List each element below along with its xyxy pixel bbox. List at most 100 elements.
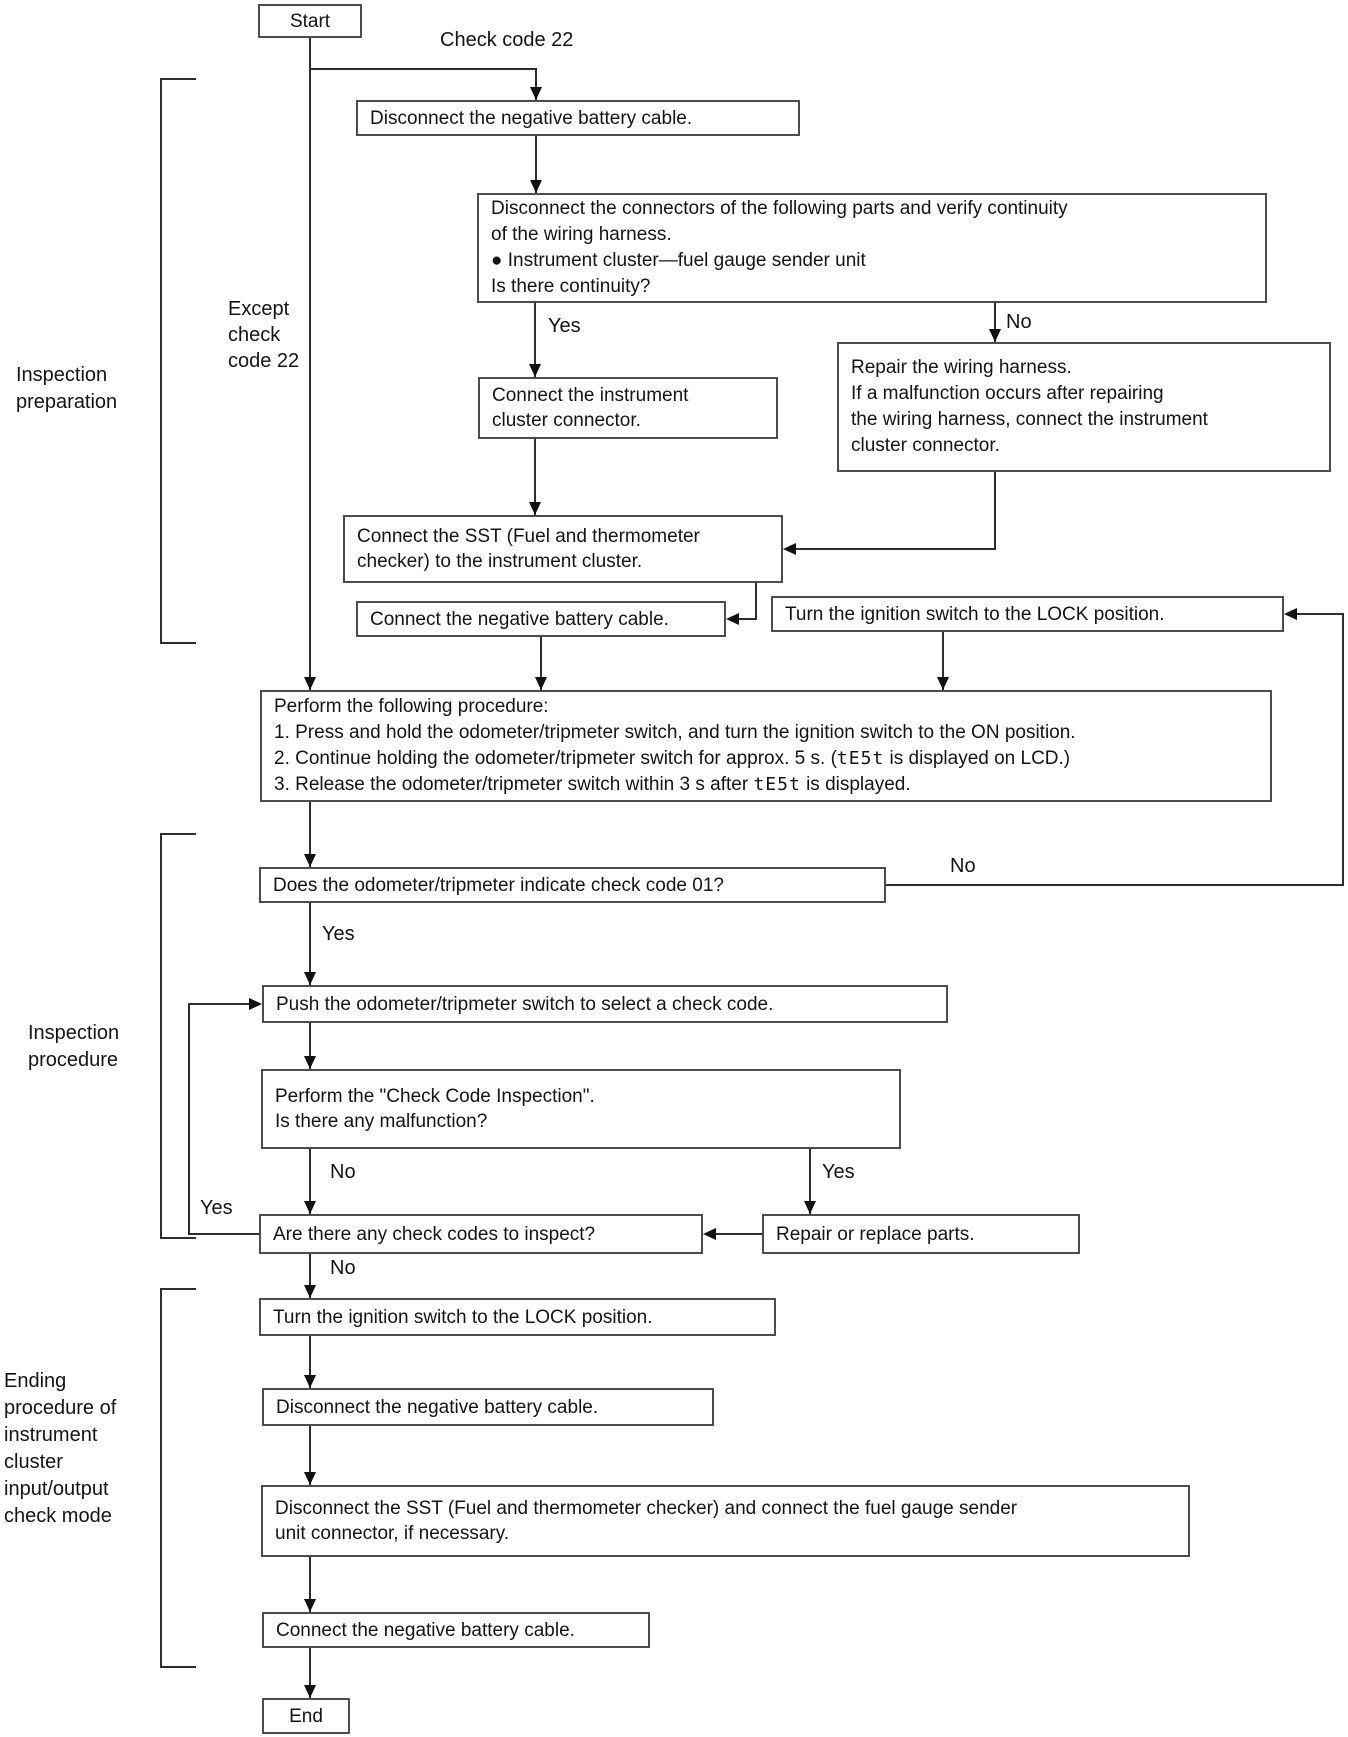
flow-line-vertical bbox=[309, 1336, 311, 1388]
flow-line-horizontal bbox=[792, 548, 996, 550]
edge-label-yes: Yes bbox=[822, 1161, 855, 1183]
node-text: cluster connector. bbox=[851, 435, 1000, 456]
annotation-line: Except bbox=[228, 298, 290, 320]
node-disconnect-sst: Disconnect the SST (Fuel and thermometer… bbox=[261, 1485, 1190, 1557]
arrowhead-left-icon bbox=[726, 613, 739, 625]
node-text: 2. Continue holding the odometer/tripmet… bbox=[274, 746, 1258, 772]
section-label-inspection-procedure: Inspection procedure bbox=[28, 1020, 119, 1074]
section-label-line: preparation bbox=[16, 391, 118, 413]
node-text: Is there any malfunction? bbox=[275, 1111, 488, 1132]
node-text: Disconnect the negative battery cable. bbox=[370, 107, 693, 129]
flow-line-vertical bbox=[188, 1003, 190, 1235]
arrowhead-down-icon bbox=[304, 854, 316, 867]
arrowhead-down-icon bbox=[304, 1472, 316, 1485]
node-text: the wiring harness, connect the instrume… bbox=[851, 409, 1208, 430]
flow-line-vertical bbox=[309, 1254, 311, 1298]
node-connect-battery-2: Connect the negative battery cable. bbox=[262, 1612, 650, 1648]
node-text: Start bbox=[289, 10, 331, 32]
node-text: Are there any check codes to inspect? bbox=[273, 1223, 596, 1245]
node-text: Perform the following procedure: bbox=[274, 696, 549, 717]
section-label-line: check mode bbox=[4, 1505, 112, 1527]
annotation-line: check bbox=[228, 324, 281, 346]
node-end: End bbox=[262, 1698, 350, 1734]
node-disconnect-battery-1: Disconnect the negative battery cable. bbox=[356, 100, 800, 136]
flow-line-vertical bbox=[309, 802, 311, 867]
arrowhead-left-icon bbox=[1284, 608, 1297, 620]
section-bracket-preparation bbox=[160, 78, 196, 644]
node-text: of the wiring harness. bbox=[491, 224, 672, 245]
step-text: is displayed. bbox=[800, 774, 911, 795]
arrowhead-down-icon bbox=[804, 1201, 816, 1214]
lcd-test-display: tE5t bbox=[753, 774, 801, 795]
flow-line-vertical bbox=[994, 472, 996, 550]
node-text: Turn the ignition switch to the LOCK pos… bbox=[273, 1306, 653, 1328]
section-label-line: procedure of bbox=[4, 1397, 117, 1419]
annotation-line: code 22 bbox=[228, 350, 300, 372]
edge-label-yes: Yes bbox=[548, 315, 581, 337]
arrowhead-down-icon bbox=[937, 677, 949, 690]
node-text: 1. Press and hold the odometer/tripmeter… bbox=[274, 722, 1076, 743]
node-text: Turn the ignition switch to the LOCK pos… bbox=[785, 603, 1165, 625]
arrowhead-down-icon bbox=[529, 364, 541, 377]
flow-line-vertical bbox=[535, 136, 537, 193]
section-label-inspection-preparation: Inspection preparation bbox=[16, 362, 117, 416]
section-bracket-procedure bbox=[160, 833, 196, 1239]
flow-line-vertical bbox=[309, 1023, 311, 1069]
flow-line-vertical bbox=[540, 637, 542, 690]
annotation-except-check-code-22: Except check code 22 bbox=[228, 296, 299, 374]
node-text: End bbox=[289, 1705, 323, 1727]
step-text: 2. Continue holding the odometer/tripmet… bbox=[274, 748, 837, 769]
flow-line-vertical bbox=[309, 1426, 311, 1485]
arrowhead-right-icon bbox=[249, 998, 262, 1010]
arrowhead-down-icon bbox=[530, 180, 542, 193]
edge-label-no: No bbox=[1006, 311, 1032, 333]
annotation-check-code-22: Check code 22 bbox=[440, 29, 574, 51]
arrowhead-down-icon bbox=[304, 1685, 316, 1698]
flow-line-vertical bbox=[755, 583, 757, 620]
arrowhead-left-icon bbox=[783, 543, 796, 555]
section-label-line: input/output bbox=[4, 1478, 109, 1500]
node-push-switch: Push the odometer/tripmeter switch to se… bbox=[262, 985, 948, 1023]
arrowhead-down-icon bbox=[304, 1285, 316, 1298]
flow-line-vertical bbox=[309, 1149, 311, 1214]
flow-line-vertical bbox=[309, 38, 311, 690]
arrowhead-down-icon bbox=[530, 87, 542, 100]
flow-line-vertical bbox=[994, 303, 996, 342]
node-connect-cluster-connector: Connect the instrument cluster connector… bbox=[478, 377, 778, 439]
node-repair-wiring-harness: Repair the wiring harness. If a malfunct… bbox=[837, 342, 1331, 472]
flow-line-vertical bbox=[942, 632, 944, 690]
flow-line-vertical bbox=[1342, 613, 1344, 886]
arrowhead-down-icon bbox=[989, 329, 1001, 342]
node-check-code-inspection: Perform the "Check Code Inspection". Is … bbox=[261, 1069, 901, 1149]
node-perform-procedure: Perform the following procedure: 1. Pres… bbox=[260, 690, 1272, 802]
arrowhead-down-icon bbox=[304, 1375, 316, 1388]
node-text: Perform the "Check Code Inspection". bbox=[275, 1086, 595, 1107]
node-text: If a malfunction occurs after repairing bbox=[851, 383, 1164, 404]
section-label-line: instrument bbox=[4, 1424, 98, 1446]
node-text: Push the odometer/tripmeter switch to se… bbox=[276, 993, 774, 1015]
arrowhead-down-icon bbox=[529, 502, 541, 515]
section-label-line: cluster bbox=[4, 1451, 63, 1473]
section-label-line: procedure bbox=[28, 1049, 119, 1071]
edge-label-no: No bbox=[330, 1257, 356, 1279]
section-label-line: Ending bbox=[4, 1370, 67, 1392]
section-label-ending-procedure: Ending procedure of instrument cluster i… bbox=[4, 1368, 116, 1530]
arrowhead-down-icon bbox=[304, 1056, 316, 1069]
node-codes-to-inspect: Are there any check codes to inspect? bbox=[259, 1214, 703, 1254]
node-text: Disconnect the negative battery cable. bbox=[276, 1396, 599, 1418]
arrowhead-down-icon bbox=[304, 972, 316, 985]
flow-line-vertical bbox=[809, 1149, 811, 1214]
flow-line-horizontal bbox=[188, 1003, 251, 1005]
edge-label-no: No bbox=[330, 1161, 356, 1183]
edge-label-no: No bbox=[950, 855, 976, 877]
node-text: Connect the instrument bbox=[492, 385, 689, 406]
node-text: unit connector, if necessary. bbox=[275, 1523, 510, 1544]
node-text: Disconnect the connectors of the followi… bbox=[491, 198, 1068, 219]
node-text: Connect the negative battery cable. bbox=[276, 1619, 575, 1641]
node-text: Repair or replace parts. bbox=[776, 1223, 975, 1245]
node-continuity-check: Disconnect the connectors of the followi… bbox=[477, 193, 1267, 303]
node-check-code-01: Does the odometer/tripmeter indicate che… bbox=[259, 867, 886, 903]
section-label-line: Inspection bbox=[16, 364, 108, 386]
flow-line-horizontal bbox=[1295, 613, 1344, 615]
